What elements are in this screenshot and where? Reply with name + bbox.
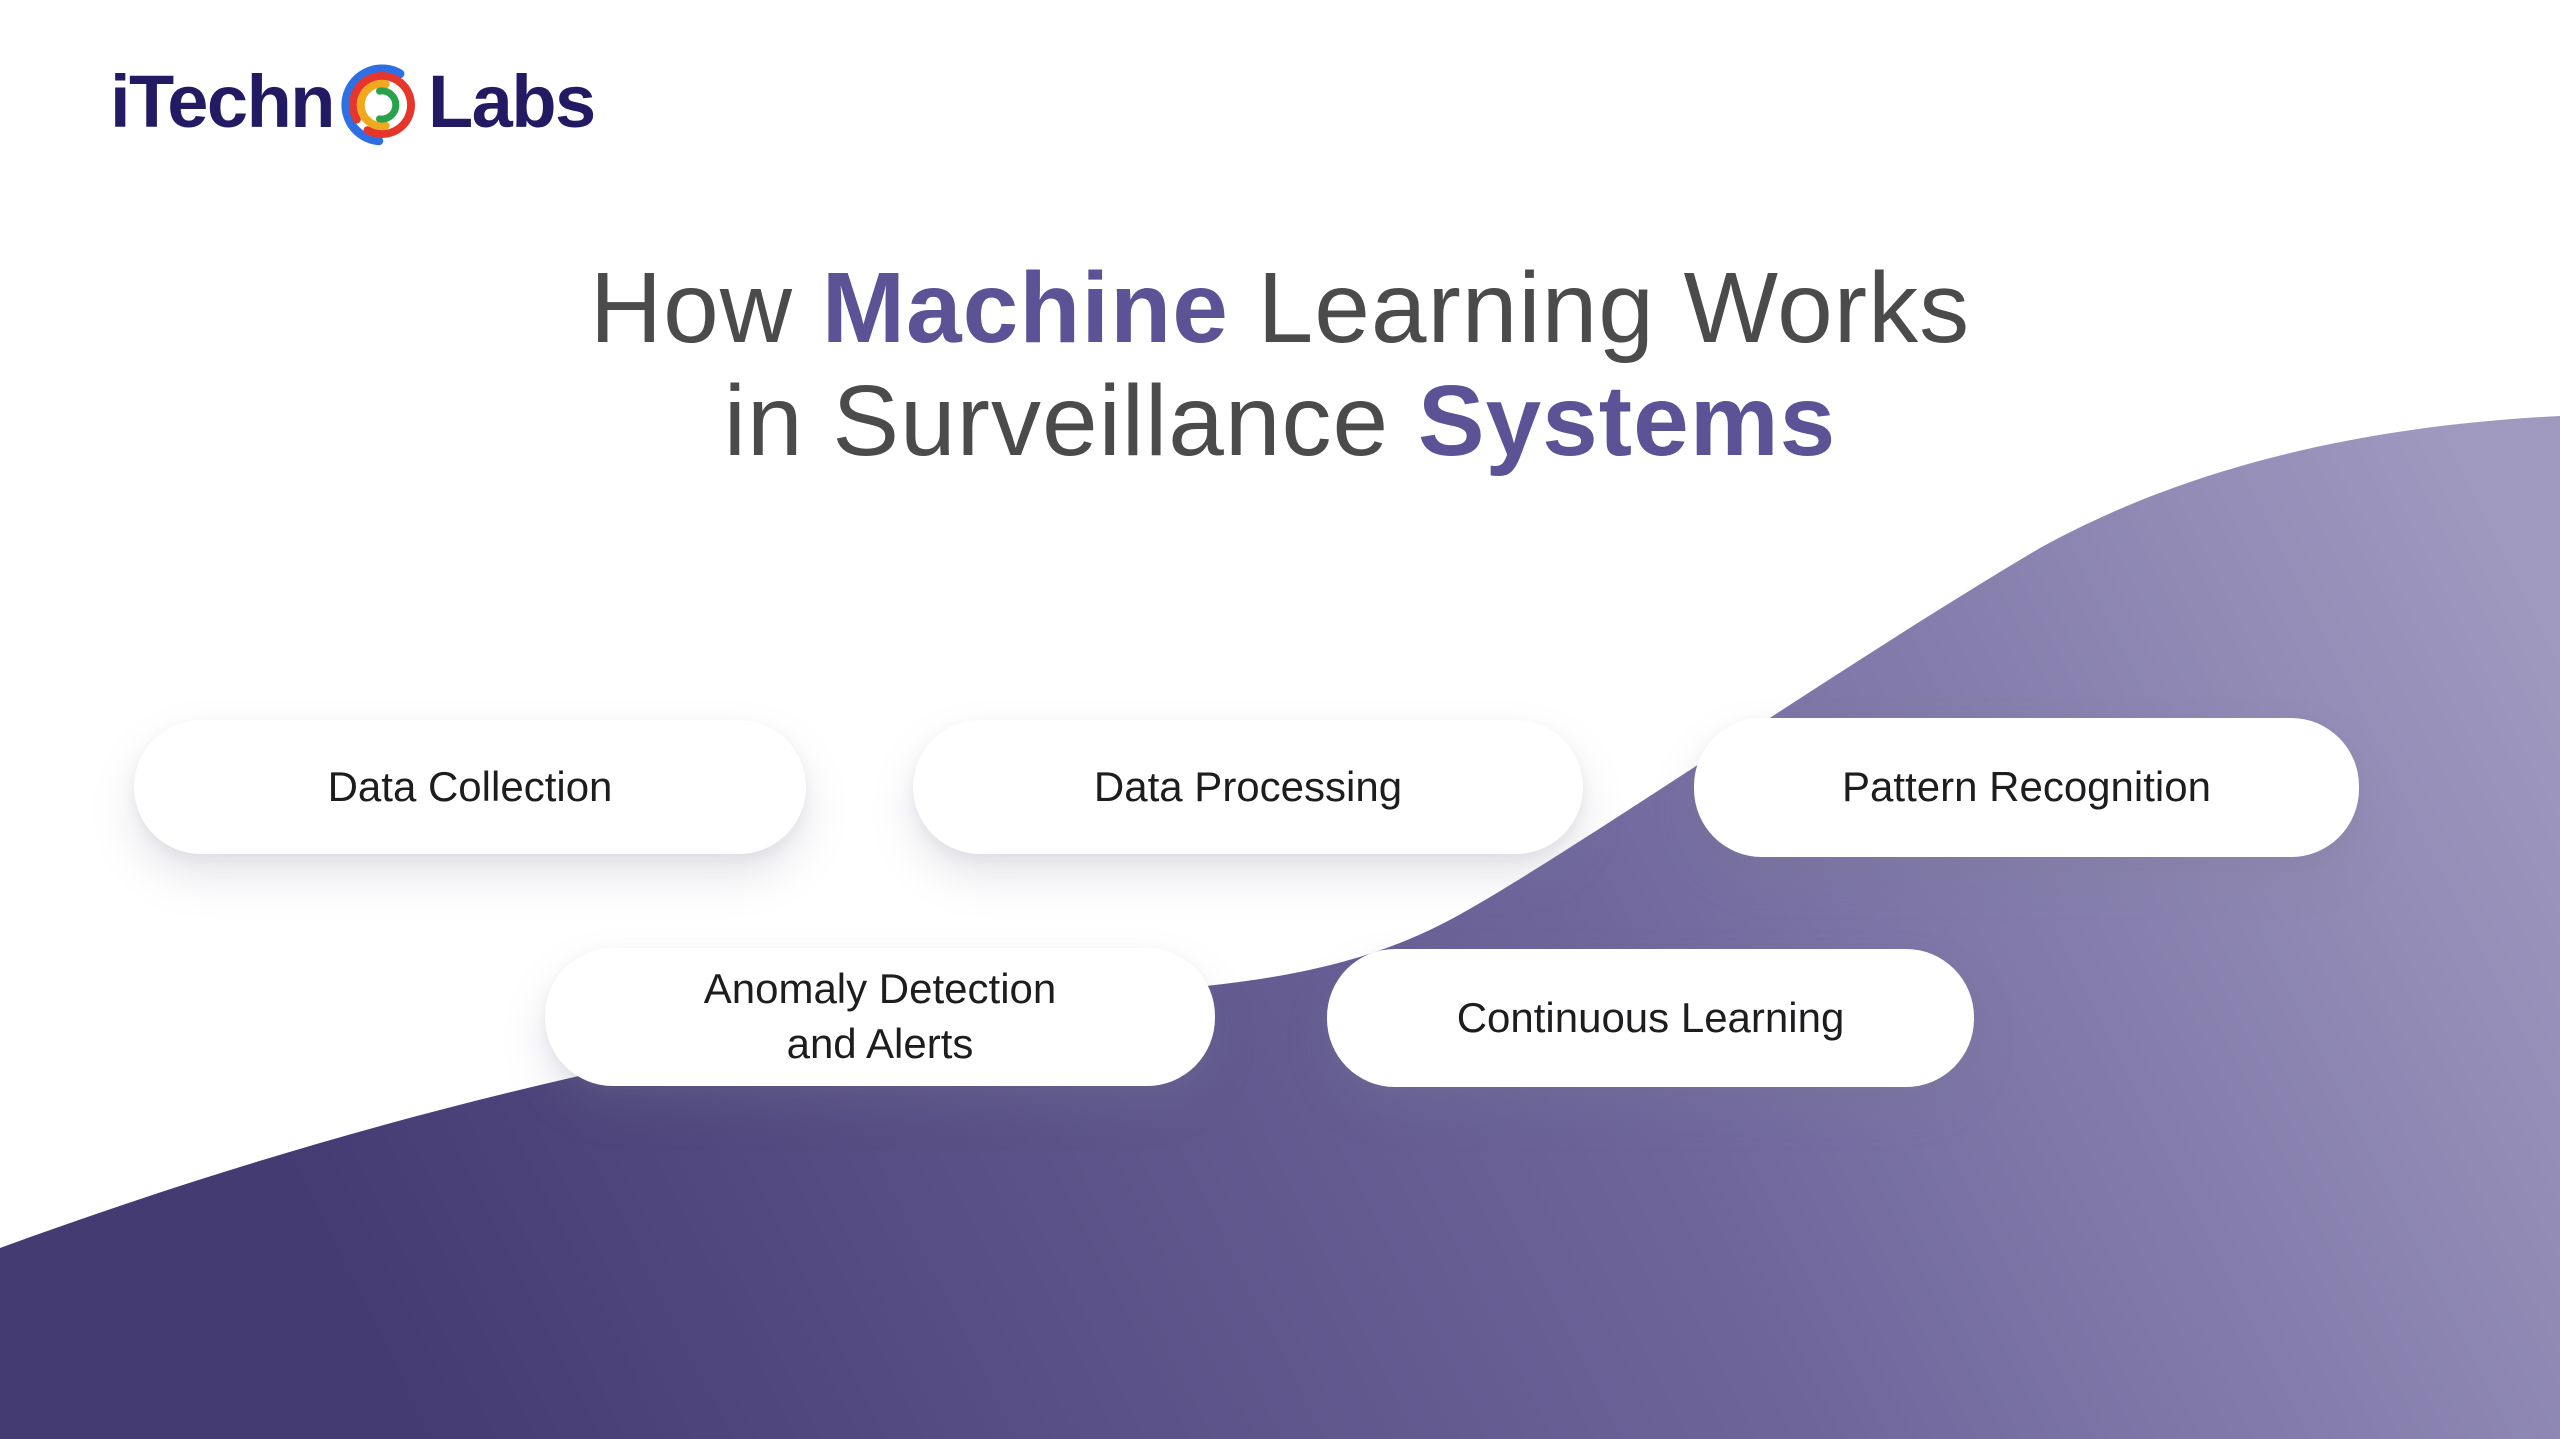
logo-ring-icon xyxy=(341,64,415,146)
step-pill-data-processing: Data Processing xyxy=(913,720,1583,854)
step-pill-label: Data Processing xyxy=(1093,762,1403,810)
step-pill-label-line-2: and Alerts xyxy=(786,1020,974,1067)
step-pill-pattern-recognition: Pattern Recognition xyxy=(1694,718,2359,857)
logo: iTechn Labs xyxy=(110,52,596,152)
title-text: Learning Works xyxy=(1228,252,1971,364)
title-accent-systems: Systems xyxy=(1417,365,1837,477)
step-pill-label-line-1: Anomaly Detection xyxy=(703,965,1057,1013)
logo-text-itechn: iTechn xyxy=(110,60,335,143)
step-pill-label: Pattern Recognition xyxy=(1842,763,2211,811)
step-pill-continuous-learning: Continuous Learning xyxy=(1327,949,1974,1087)
title-accent-machine: Machine xyxy=(821,252,1229,364)
step-pill-data-collection: Data Collection xyxy=(134,720,806,854)
step-pill-label: Anomaly Detection and Alerts xyxy=(704,962,1057,1071)
title-line-1: How Machine Learning Works xyxy=(0,252,2560,365)
step-pill-label: Data Collection xyxy=(327,762,613,810)
title-text: in Surveillance xyxy=(723,365,1418,477)
step-pill-anomaly-detection-and-alerts: Anomaly Detection and Alerts xyxy=(545,948,1215,1086)
step-pill-label: Continuous Learning xyxy=(1456,993,1845,1041)
title-text: How xyxy=(589,252,822,364)
logo-text-labs: Labs xyxy=(427,60,596,143)
title-line-2: in Surveillance Systems xyxy=(0,365,2560,478)
page-title: How Machine Learning Works in Surveillan… xyxy=(0,252,2560,478)
wave-shape xyxy=(0,416,2560,1439)
